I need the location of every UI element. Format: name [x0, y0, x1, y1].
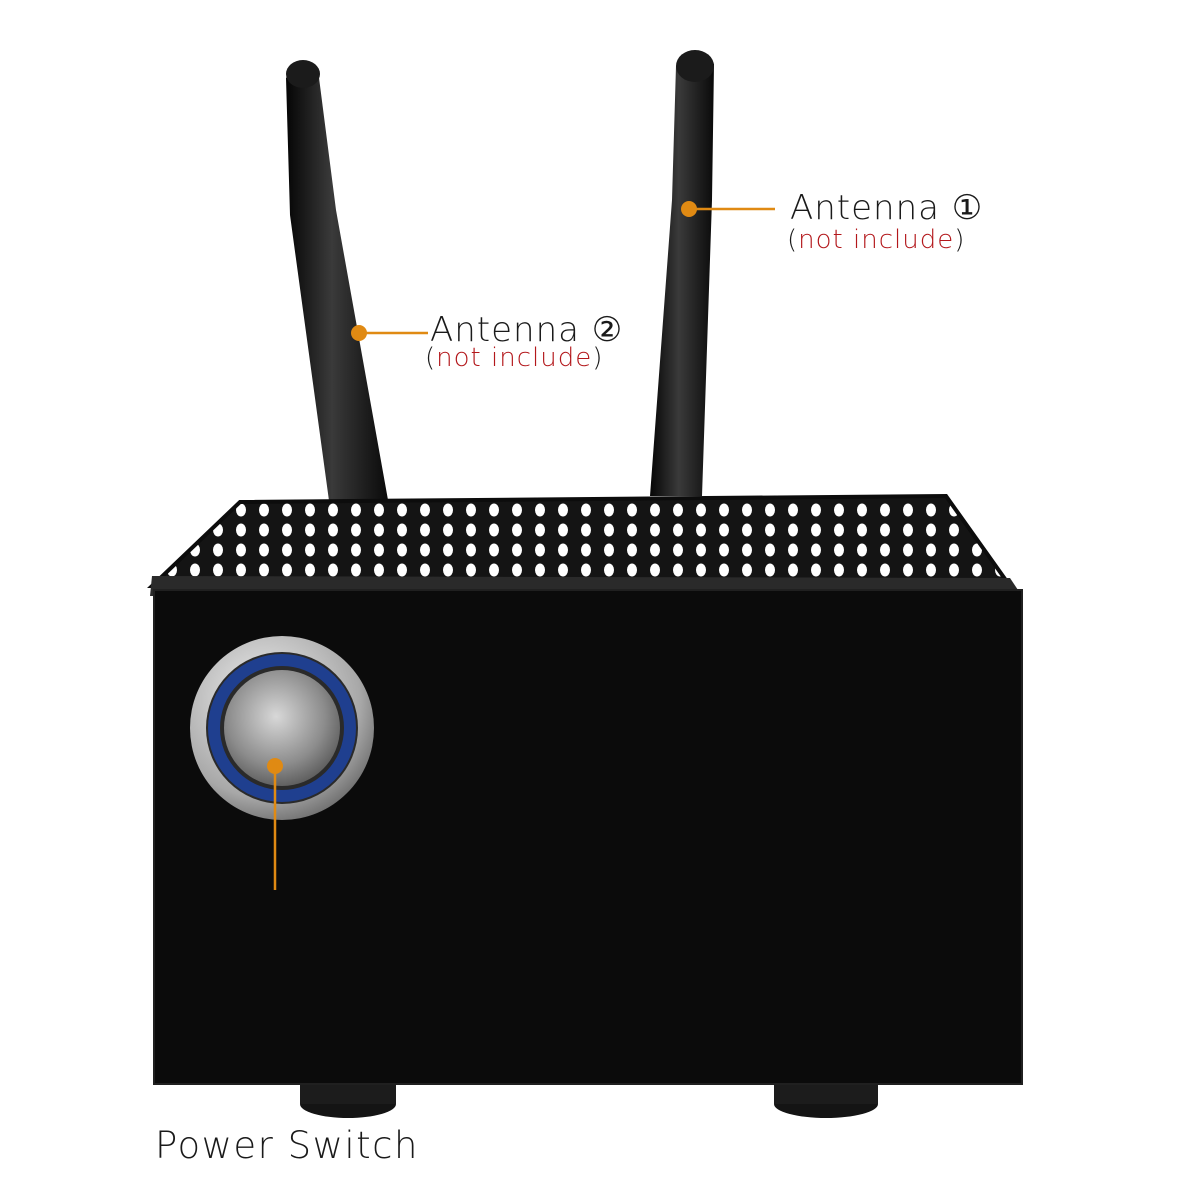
vent-panel — [152, 496, 1010, 586]
antenna1-label: Antenna ① — [790, 188, 984, 228]
antenna2-note-text: not include — [436, 343, 593, 373]
antenna-1 — [650, 50, 714, 496]
antenna1-note: (not include) — [787, 225, 965, 255]
antenna-2 — [286, 60, 388, 508]
antenna2-note-open: ( — [425, 343, 437, 373]
power-switch-label: Power Switch — [155, 1124, 419, 1167]
antenna2-note: (not include) — [425, 343, 603, 373]
antenna2-label: Antenna ② — [430, 310, 624, 350]
antenna1-note-text: not include — [798, 225, 955, 255]
antenna1-note-close: ) — [954, 225, 966, 255]
antenna2-note-close: ) — [592, 343, 604, 373]
antenna1-note-open: ( — [787, 225, 799, 255]
leader-lines — [267, 201, 775, 890]
power-button — [190, 636, 374, 820]
button-led-ring — [208, 654, 356, 802]
